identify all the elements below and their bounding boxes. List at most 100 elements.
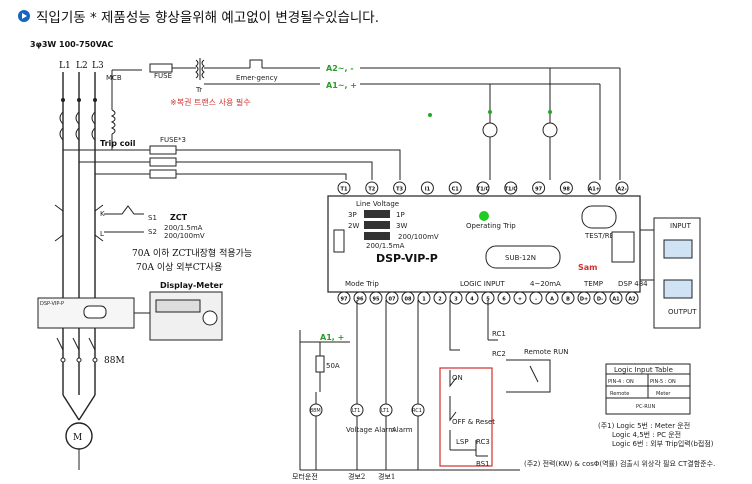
brand-logo: Sam	[578, 263, 598, 272]
bottom-terminal-label: 97	[341, 297, 348, 303]
circle-arrow-icon	[18, 10, 30, 22]
fuse-icon	[149, 63, 173, 73]
fuse-group-label: FUSE*3	[160, 136, 186, 144]
voltage-alarm-label: Voltage Alarm	[346, 426, 395, 434]
logic-table-cell-2: Meter	[656, 391, 671, 397]
bottom-terminal	[497, 291, 511, 305]
input-label: INPUT	[670, 222, 692, 230]
motor-icon	[62, 394, 96, 470]
side-port-icon	[611, 231, 635, 263]
top-terminal	[615, 181, 629, 195]
bottom-terminal	[401, 291, 415, 305]
zct-connector-icon	[333, 229, 345, 253]
top-terminal-label: 97	[535, 187, 542, 193]
alarm-label: Alarm	[392, 426, 413, 434]
bottom-terminal	[625, 291, 639, 305]
top-terminal-label: 98	[563, 187, 570, 193]
remote-run-contact	[506, 359, 551, 393]
bottom-terminal-label: A	[550, 297, 554, 303]
zct-s2: S2	[148, 228, 157, 236]
footnote-1c: Logic 6번 : 외부 Trip입력(b접점)	[612, 439, 714, 448]
mcb-label: MCB	[106, 74, 122, 82]
top-terminal-label: T1	[341, 187, 348, 193]
line-l1: L1	[59, 61, 71, 71]
top-terminal-label: T1/C	[505, 187, 518, 193]
tr-label: Tr	[195, 86, 202, 94]
zct-l: L	[100, 230, 104, 238]
on-switch-label: ON	[452, 374, 463, 382]
top-terminal-label: T3	[396, 187, 403, 193]
bottom-terminal-label: 3	[454, 297, 458, 303]
top-terminal	[393, 181, 407, 195]
bottom-terminal	[337, 291, 351, 305]
sub-label: SUB-12N	[505, 254, 536, 262]
bottom-terminal	[513, 291, 527, 305]
bottom-label-alarm2: 경보2	[348, 472, 365, 481]
zct-note-1: 70A 이하 ZCT내장형 적용가능	[132, 247, 252, 259]
power-spec: 3φ3W 100-750VAC	[30, 40, 114, 49]
dsp-mini-label: DSP-VIP-P	[40, 301, 64, 307]
output-a1: A1~, +	[326, 81, 357, 90]
emergency-switch	[249, 59, 263, 68]
off-reset-label: OFF & Reset	[452, 418, 495, 426]
lamp-88m-label: 88M	[310, 408, 321, 414]
top-terminal	[504, 181, 518, 195]
bottom-terminal-label: 2	[438, 297, 442, 303]
logic-table-header-2: PIN-5 : ON	[650, 379, 676, 385]
bottom-terminal-label: D-	[597, 297, 603, 303]
current-label: 4~20mA	[530, 280, 561, 288]
bottom-terminal-label: 4	[470, 297, 474, 303]
top-terminal	[476, 181, 490, 195]
bottom-terminal-label: -	[535, 297, 537, 303]
emergency-label: Emer-gency	[236, 74, 278, 82]
trip-coil-icon	[110, 109, 116, 150]
bottom-terminal	[529, 291, 543, 305]
zct-spec-2: 200/100mV	[164, 232, 205, 240]
output-label: OUTPUT	[668, 308, 697, 316]
dip-switch-block	[364, 210, 390, 240]
bottom-terminal-label: 6	[502, 297, 506, 303]
rc1-label: RC1	[492, 330, 506, 338]
io-module	[653, 217, 701, 329]
bottom-terminal	[465, 291, 479, 305]
zct-spec-1: 200/1.5mA	[164, 224, 203, 232]
lamp-lt1-label: LT1	[352, 408, 360, 414]
top-terminal-label: I1	[425, 187, 431, 193]
lamp-lt2-label: LT1	[381, 408, 389, 414]
bottom-terminal-label: 1	[422, 297, 426, 303]
footnote-2: (주2) 전력(KW) & cosΦ(역률) 검출시 위상각 필요 CT결함준수…	[524, 459, 715, 468]
dip-zct-2: 200/100mV	[398, 233, 439, 241]
logic-table-title: Logic Input Table	[614, 366, 673, 374]
zct-note-2: 70A 이상 외부CT사용	[136, 261, 222, 273]
operating-trip-label: Operating Trip	[466, 222, 516, 230]
test-reset-button[interactable]	[581, 205, 617, 229]
dip-ratio-2: 3W	[396, 222, 407, 230]
transformer-icon	[195, 58, 205, 80]
bottom-terminal-label: 07	[389, 297, 396, 303]
bs1-label: BS1	[476, 460, 490, 468]
top-terminal	[365, 181, 379, 195]
fuse-label: FUSE	[154, 72, 172, 80]
top-terminal-label: T2	[368, 187, 375, 193]
top-terminal	[559, 181, 573, 195]
remote-run-label: Remote RUN	[524, 348, 568, 356]
dip-label-1: 3P	[348, 211, 357, 219]
rc3-label: RC3	[476, 438, 490, 446]
page-title: 직입기동 * 제품성능 향상을위해 예고없이 변경될수있습니다.	[36, 10, 379, 26]
bottom-terminal	[545, 291, 559, 305]
display-meter-title: Display-Meter	[160, 281, 223, 290]
top-terminal-label: A2-	[617, 187, 626, 193]
bottom-terminal-label: A1	[612, 297, 620, 303]
lamp-rc1-label: RC1	[412, 408, 422, 414]
zct-s1: S1	[148, 214, 157, 222]
mode-trip-label: Mode Trip	[345, 280, 379, 288]
top-terminal	[532, 181, 546, 195]
logic-table-header-1: PIN-4 : ON	[608, 379, 634, 385]
bottom-terminal-label: 5	[486, 297, 490, 303]
dip-zct-1: 200/1.5mA	[366, 242, 405, 250]
top-terminal-label: T1/C	[477, 187, 490, 193]
bottom-terminal	[593, 291, 607, 305]
